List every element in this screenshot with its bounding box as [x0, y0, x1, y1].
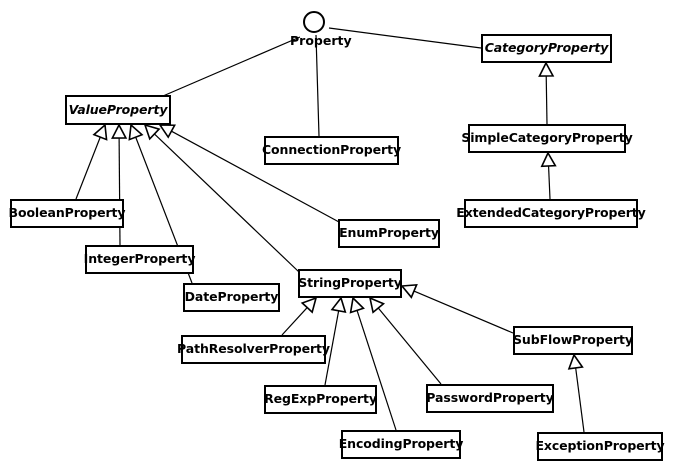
- uml-class-extended-category-property[interactable]: ExtendedCategoryProperty: [456, 199, 646, 228]
- uml-class-sub-flow-property[interactable]: SubFlowProperty: [513, 326, 633, 355]
- uml-class-connection-property[interactable]: ConnectionProperty: [261, 136, 402, 165]
- uml-class-integer-property[interactable]: IntegerProperty: [83, 245, 196, 274]
- uml-class-label: SimpleCategoryProperty: [461, 130, 633, 146]
- uml-class-label: PathResolverProperty: [177, 341, 330, 357]
- uml-class-label: ExtendedCategoryProperty: [456, 205, 646, 221]
- uml-class-simple-category-property[interactable]: SimpleCategoryProperty: [461, 124, 633, 153]
- uml-class-label: PasswordProperty: [426, 390, 554, 406]
- uml-class-label: StringProperty: [298, 275, 402, 291]
- uml-class-category-property[interactable]: CategoryProperty: [481, 34, 612, 63]
- uml-class-path-resolver-property[interactable]: PathResolverProperty: [177, 335, 330, 364]
- uml-class-label: ValueProperty: [68, 101, 168, 117]
- uml-class-boolean-property[interactable]: BooleanProperty: [8, 199, 126, 228]
- uml-class-value-property[interactable]: ValueProperty: [65, 95, 171, 125]
- uml-class-label: IntegerProperty: [83, 251, 196, 267]
- uml-class-exception-property[interactable]: ExceptionProperty: [535, 432, 665, 461]
- uml-class-label: CategoryProperty: [484, 40, 609, 56]
- interface-label: Property: [290, 33, 352, 48]
- uml-class-label: RegExpProperty: [264, 391, 377, 407]
- uml-class-label: SubFlowProperty: [513, 332, 633, 348]
- uml-class-label: ConnectionProperty: [261, 142, 402, 158]
- uml-class-encoding-property[interactable]: EncodingProperty: [338, 430, 464, 459]
- uml-class-label: ExceptionProperty: [535, 438, 665, 454]
- uml-class-label: BooleanProperty: [8, 205, 126, 221]
- uml-class-label: DateProperty: [184, 289, 279, 305]
- uml-class-string-property[interactable]: StringProperty: [298, 269, 402, 298]
- uml-class-label: EnumProperty: [339, 225, 439, 241]
- uml-class-enum-property[interactable]: EnumProperty: [338, 219, 440, 248]
- uml-class-date-property[interactable]: DateProperty: [183, 283, 280, 312]
- uml-class-label: EncodingProperty: [338, 436, 464, 452]
- interface-lollipop-icon: [303, 11, 325, 33]
- uml-class-password-property[interactable]: PasswordProperty: [426, 384, 554, 413]
- uml-class-regexp-property[interactable]: RegExpProperty: [264, 385, 377, 414]
